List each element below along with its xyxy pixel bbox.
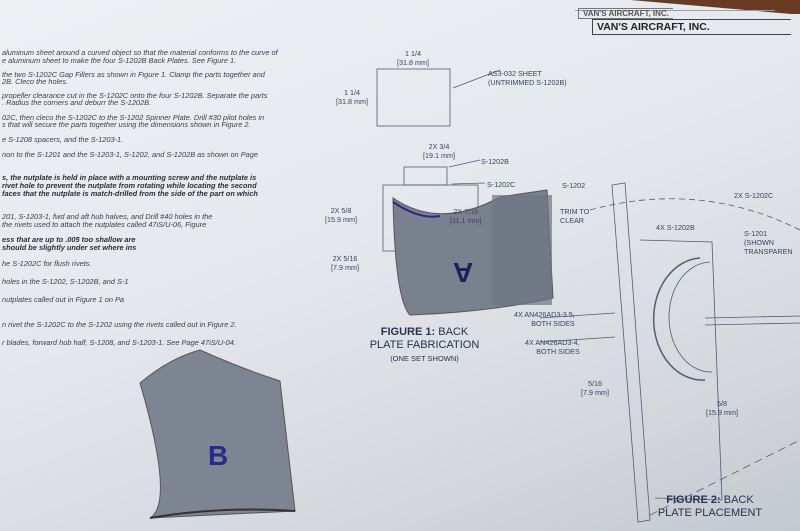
sheet-label: AS3-032 SHEET(UNTRIMMED S-1202B) — [488, 69, 567, 87]
leader-line — [451, 182, 486, 185]
part-b — [139, 349, 296, 519]
dim-value: 5/8 — [716, 399, 727, 408]
dim-mm: [19.1 mm] — [423, 151, 455, 160]
label-s-1202c: S-1202C — [487, 180, 516, 189]
instruction-line: should be slightly under set where ins — [2, 243, 137, 252]
instruction-line: faces that the nutplate is match-drilled… — [2, 189, 258, 198]
caption-bold: FIGURE 2: — [666, 494, 721, 506]
company-header: VAN'S AIRCRAFT, INC. — [592, 19, 791, 35]
instruction-line: he S-1202C for flush rivets. — [2, 259, 92, 268]
dim-mm: [31.8 mm] — [397, 58, 429, 67]
dim-fig2-5-16: 5/16[7.9 mm] — [581, 379, 609, 397]
dim-value: 1 1/4 — [404, 49, 421, 58]
label: 4X AN426AD3-3.5, — [514, 310, 575, 319]
dim-mm: [7.9 mm] — [581, 388, 609, 397]
caption-text: BACK — [438, 326, 469, 338]
caption-line2: PLATE PLACEMENT — [657, 507, 763, 519]
dim-height: 1 1/4[31.8 mm] — [336, 88, 368, 106]
instruction-line: holes in the S-1202, S-1202B, and S-1 — [2, 277, 129, 286]
instruction-line: 201, S-1203-1, fwd and aft hub halves, a… — [2, 212, 213, 221]
sheet-edge — [575, 10, 775, 11]
figure2-caption: FIGURE 2: BACK PLATE PLACEMENT — [650, 494, 770, 520]
label: TRANSPAREN — [744, 247, 793, 256]
label: BOTH SIDES — [531, 319, 575, 328]
shaft-line — [704, 322, 800, 326]
instruction-line: s that will secure the parts together us… — [2, 120, 251, 129]
label-2x-s-1202c: 2X S-1202C — [734, 191, 774, 200]
dim-value: 2X 5/16 — [332, 254, 358, 263]
label-sub: (UNTRIMMED S-1202B) — [488, 78, 567, 87]
instruction-line: the two S-1202C Gap Fillers as shown in … — [2, 70, 265, 79]
dim-3-4: 2X 3/4[19.1 mm] — [423, 142, 455, 160]
label: 4X AN426AD3-4, — [525, 338, 580, 347]
dim-5-8: 2X 5/8[15.9 mm] — [325, 206, 357, 224]
dim-value: 1 1/4 — [343, 88, 360, 97]
part-b-marking: B — [208, 440, 229, 471]
label: S-1201 — [744, 229, 768, 238]
instruction-line: the rivets used to attach the nutplates … — [2, 220, 207, 229]
dim-mm: [7.9 mm] — [331, 263, 359, 272]
hub-cutout-inner — [668, 261, 713, 373]
instruction-line: e aluminum sheet to make the four S-1202… — [2, 56, 237, 65]
instruction-line: . Radius the corners and deburr the S-12… — [2, 98, 152, 107]
dim-mm: [15.9 mm] — [325, 215, 357, 224]
instruction-line: aluminum sheet around a curved object so… — [2, 48, 278, 57]
dim-value: 2X 3/4 — [428, 142, 450, 151]
label: AS3-032 SHEET — [488, 69, 542, 78]
caption-line2: PLATE FABRICATION — [369, 339, 480, 351]
dim-value: 2X 5/8 — [330, 206, 352, 215]
shaft-line — [704, 315, 800, 319]
label: (SHOWN — [744, 238, 774, 247]
instruction-line: rivet hole to prevent the nutplate from … — [2, 181, 257, 190]
instruction-line: non to the S-1201 and the S-1203-1, S-12… — [2, 150, 258, 159]
instruction-line: s, the nutplate is held in place with a … — [2, 173, 257, 182]
figure1-caption: FIGURE 1: BACK PLATE FABRICATION (ONE SE… — [362, 326, 487, 365]
dim-fig2-5-8: 5/8[15.9 mm] — [706, 399, 738, 417]
caption-subtitle: (ONE SET SHOWN) — [390, 354, 459, 363]
dim-mm: [15.9 mm] — [706, 408, 738, 417]
dim-mm: [31.8 mm] — [336, 97, 368, 106]
leader-line — [539, 336, 616, 343]
dim-width: 1 1/4[31.8 mm] — [397, 49, 429, 67]
dim-value: 5/16 — [587, 379, 602, 388]
company-header-back: VAN'S AIRCRAFT, INC. — [578, 8, 673, 19]
s-1202-spinner-plate — [611, 182, 651, 523]
label-4x-s-1202b: 4X S-1202B — [656, 223, 695, 232]
hidden-line — [589, 198, 800, 231]
dim-7-16: 2X 7/16[11.1 mm] — [450, 207, 481, 225]
leader-line — [539, 312, 616, 319]
hidden-line — [649, 439, 800, 516]
label: CLEAR — [560, 216, 584, 225]
label: TRIM TO — [560, 207, 590, 216]
leader-line — [448, 159, 481, 168]
rivet-note-1: 4X AN426AD3-3.5,BOTH SIDES — [514, 310, 575, 328]
s-1202b-outline — [403, 166, 448, 186]
instruction-line: n rivet the S-1202C to the S-1202 using … — [2, 320, 237, 329]
label-s-1202b: S-1202B — [481, 157, 509, 166]
instruction-line: e S-1208 spacers, and the S-1203-1. — [2, 135, 124, 144]
rivet-note-2: 4X AN426AD3-4,BOTH SIDES — [525, 338, 580, 356]
instruction-line: ess that are up to .005 too shallow are — [2, 235, 136, 244]
instruction-line: propeller clearance cut in the S-1202C o… — [2, 91, 268, 100]
dim-value: 2X 7/16 — [453, 207, 479, 216]
dim-5-16: 2X 5/16[7.9 mm] — [331, 254, 359, 272]
instruction-line: 2B. Cleco the holes. — [2, 77, 69, 86]
leader-line — [452, 69, 501, 89]
part-a-marking: A — [453, 257, 474, 288]
instruction-line: r blades, forward hub half, S-1208, and … — [2, 338, 236, 347]
back-plate-outline — [639, 239, 723, 501]
instruction-line: nutplates called out in Figure 1 on Pa — [2, 295, 125, 304]
caption-bold: FIGURE 1: — [380, 326, 436, 338]
instruction-line: 02C, then cleco the S-1202C to the S-120… — [2, 113, 265, 122]
label-s-1202: S-1202 — [562, 181, 586, 190]
untrimmed-sheet-outline — [376, 68, 451, 127]
hub-cutout — [652, 257, 706, 381]
part-a — [392, 189, 554, 316]
dim-mm: [11.1 mm] — [450, 216, 482, 225]
label: BOTH SIDES — [536, 347, 580, 356]
caption-text: BACK — [723, 494, 754, 506]
